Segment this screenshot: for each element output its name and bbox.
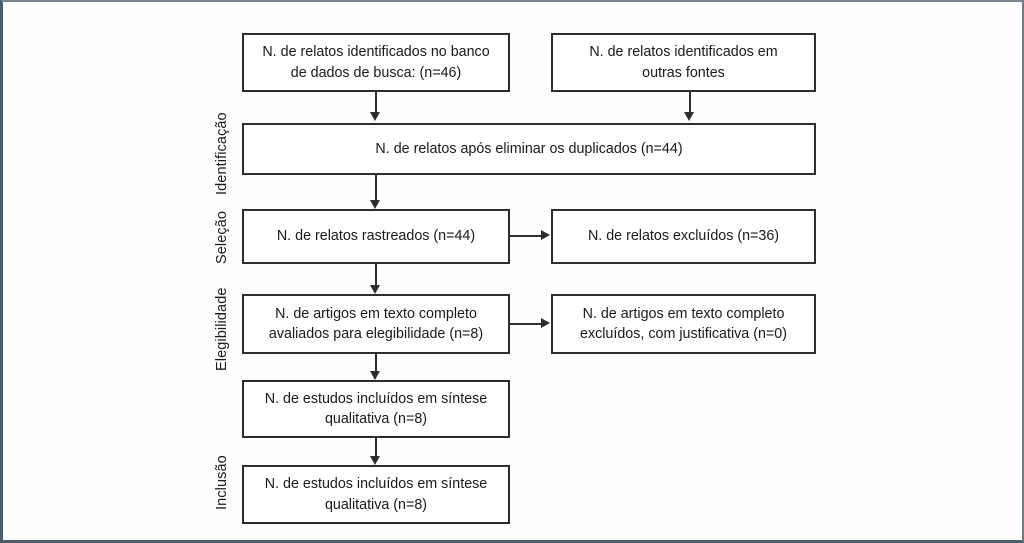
- box-line-2: qualitativa (n=8): [324, 411, 428, 427]
- box-records-after-duplicates-removed: N. de relatos após eliminar os duplicado…: [242, 123, 816, 175]
- box-line-1: N. de relatos após eliminar os duplicado…: [375, 140, 683, 157]
- arrow-db-to-dedup-stem: [375, 92, 377, 113]
- box-line-2: excluídos, com justificativa (n=0): [580, 326, 787, 342]
- box-records-identified-other-sources: N. de relatos identificados em outras fo…: [551, 33, 816, 92]
- arrow-fulltext-to-excluded-head: [541, 318, 550, 328]
- box-line-1: N. de relatos identificados no banco: [262, 44, 490, 61]
- stage-label-elegibilidade: Elegibilidade: [214, 287, 230, 371]
- box-line-1: N. de relatos identificados em: [589, 44, 778, 61]
- arrow-fulltext-to-included-stem: [375, 354, 377, 372]
- box-line-1: N. de estudos incluídos em síntese: [264, 476, 488, 493]
- box-studies-included-qualitative-1: N. de estudos incluídos em síntese quali…: [242, 380, 510, 438]
- box-records-excluded: N. de relatos excluídos (n=36): [551, 209, 816, 264]
- arrow-screened-to-excluded-head: [541, 230, 550, 240]
- arrow-included1-to-included2-stem: [375, 438, 377, 457]
- box-line-2: de dados de busca: (n=46): [290, 64, 462, 81]
- box-line-1: N. de artigos em texto completo: [275, 305, 477, 322]
- box-records-identified-database: N. de relatos identificados no banco de …: [242, 33, 510, 92]
- box-fulltext-excluded-with-reasons: N. de artigos em texto completo excluído…: [551, 294, 816, 354]
- stage-label-inclusao: Inclusão: [214, 455, 230, 510]
- box-records-screened: N. de relatos rastreados (n=44): [242, 209, 510, 264]
- box-line-1: N. de relatos rastreados (n=44): [276, 228, 476, 245]
- arrow-dedup-to-screened-stem: [375, 175, 377, 201]
- arrow-screened-to-fulltext-head: [370, 285, 380, 294]
- box-studies-included-qualitative-2: N. de estudos incluídos em síntese quali…: [242, 465, 510, 524]
- box-line-1: N. de estudos incluídos em síntese: [264, 390, 488, 407]
- arrow-included1-to-included2-head: [370, 456, 380, 465]
- box-line-2: qualitativa (n=8): [324, 496, 428, 513]
- box-line-1: N. de relatos excluídos (n=36): [587, 228, 780, 245]
- arrow-fulltext-to-excluded-stem: [510, 323, 542, 325]
- arrow-dedup-to-screened-head: [370, 200, 380, 209]
- arrow-screened-to-excluded-stem: [510, 235, 542, 237]
- arrow-screened-to-fulltext-stem: [375, 264, 377, 286]
- arrow-db-to-dedup-head: [370, 112, 380, 121]
- arrow-other-to-dedup-head: [684, 112, 694, 121]
- arrow-other-to-dedup-stem: [689, 92, 691, 113]
- stage-label-identificacao: Identificação: [214, 112, 230, 195]
- diagram-canvas: Identificação Seleção Elegibilidade Incl…: [3, 2, 1022, 540]
- box-line-2: avaliados para elegibilidade (n=8): [268, 326, 484, 342]
- box-line-2: outras fontes: [642, 64, 725, 81]
- arrow-fulltext-to-included-head: [370, 371, 380, 380]
- stage-label-selecao: Seleção: [214, 210, 230, 264]
- box-fulltext-assessed-eligibility: N. de artigos em texto completo avaliado…: [242, 294, 510, 354]
- box-line-1: N. de artigos em texto completo: [582, 305, 785, 322]
